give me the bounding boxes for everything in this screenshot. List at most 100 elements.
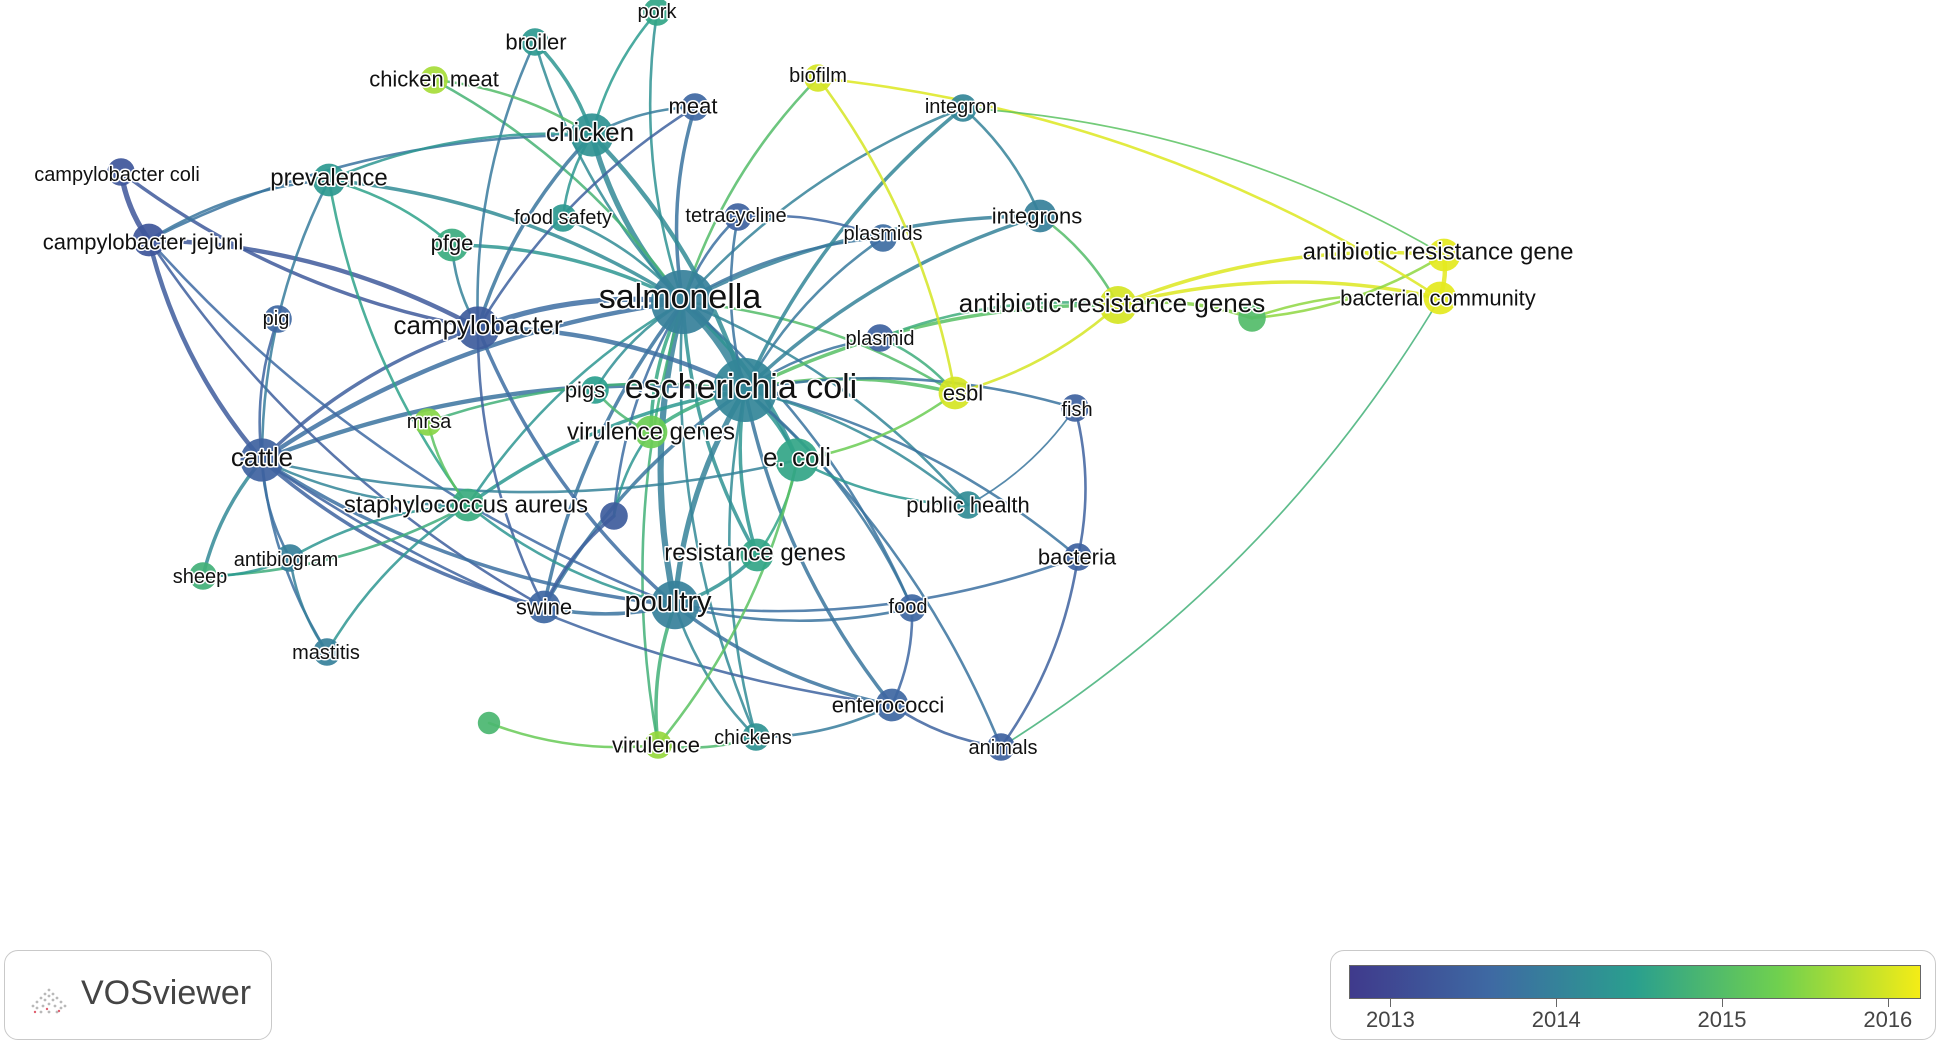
node-label-poultry[interactable]: poultry: [623, 585, 714, 620]
node-label-food[interactable]: food: [887, 595, 929, 620]
node-food_safety[interactable]: [549, 204, 577, 232]
node-biofilm[interactable]: [804, 64, 832, 92]
node-label-arg_genes[interactable]: antibiotic resistance genes: [957, 287, 1266, 320]
node-pigs[interactable]: [581, 376, 609, 404]
node-label-meat[interactable]: meat: [667, 92, 719, 120]
node-sheep[interactable]: [189, 562, 217, 590]
node-label-animals[interactable]: animals: [967, 736, 1039, 761]
node-label-mastitis[interactable]: mastitis: [291, 641, 362, 666]
node-antibiogram[interactable]: [276, 544, 304, 572]
node-label-ccoli[interactable]: campylobacter coli: [33, 163, 202, 188]
node-esbl[interactable]: [938, 376, 972, 410]
node-label-public_health[interactable]: public health: [905, 491, 1032, 519]
node-ecoli[interactable]: [775, 438, 819, 482]
node-staph[interactable]: [451, 488, 485, 522]
node-ecoli_sci[interactable]: [713, 358, 777, 422]
node-broiler[interactable]: [521, 28, 549, 56]
node-label-salmonella[interactable]: salmonella: [597, 277, 763, 318]
node-arg_gene[interactable]: [1427, 238, 1461, 272]
node-public_health[interactable]: [954, 491, 982, 519]
link-campylobacter-poultry: [476, 326, 677, 607]
node-label-esbl[interactable]: esbl: [941, 379, 984, 407]
node-arg_genes[interactable]: [1099, 286, 1137, 324]
node-label-food_safety[interactable]: food safety: [513, 206, 614, 231]
legend-color-bar: [1349, 965, 1921, 999]
node-meat[interactable]: [681, 93, 709, 121]
node-cattle[interactable]: [240, 438, 284, 482]
node-enterococci[interactable]: [875, 688, 909, 722]
node-label-plasmid[interactable]: plasmid: [844, 327, 916, 352]
node-virulence[interactable]: [644, 731, 672, 759]
node-label-antibiogram[interactable]: antibiogram: [232, 548, 340, 573]
node-food[interactable]: [898, 594, 926, 622]
node-label-campylobacter[interactable]: campylobacter: [392, 309, 564, 342]
node-label-chicken[interactable]: chicken: [544, 116, 635, 149]
node-label-mrsa[interactable]: mrsa: [405, 410, 453, 435]
node-campylobacter[interactable]: [456, 306, 500, 350]
node-bact_comm[interactable]: [1423, 281, 1457, 315]
node-chickens[interactable]: [742, 723, 770, 751]
node-label-chickens[interactable]: chickens: [713, 726, 794, 751]
node-chicken[interactable]: [570, 113, 614, 157]
label-layer: salmonella escherichia coli poultry campylo…: [33, 0, 1575, 761]
node-label-fish[interactable]: fish: [1060, 398, 1094, 423]
node-label-pork[interactable]: pork: [636, 0, 679, 25]
node-cjejuni[interactable]: [132, 223, 166, 257]
node-label-chicken_meat[interactable]: chicken meat: [368, 65, 501, 93]
node-tetracycline[interactable]: [724, 203, 752, 231]
node-label-biofilm[interactable]: biofilm: [788, 64, 849, 89]
node-mrsa[interactable]: [414, 408, 442, 436]
node-label-tetracycline[interactable]: tetracycline: [684, 204, 788, 229]
node-label-integrons[interactable]: integrons: [990, 202, 1084, 230]
node-label-ecoli[interactable]: e. coli: [762, 441, 833, 474]
node-plasmid[interactable]: [866, 324, 894, 352]
node-label-pigs[interactable]: pigs: [563, 376, 606, 404]
node-resistance_genes[interactable]: [740, 538, 774, 572]
node-pig[interactable]: [264, 305, 292, 333]
node-label-bact_comm[interactable]: bacterial community: [1339, 284, 1538, 312]
link-virulence-green_node2: [487, 721, 660, 749]
node-label-staph[interactable]: staphylococcus aureus: [342, 490, 589, 520]
node-plasmids[interactable]: [869, 224, 897, 252]
node-label-plasmids[interactable]: plasmids: [842, 222, 924, 247]
node-salmonella[interactable]: [651, 270, 715, 334]
node-poultry[interactable]: [650, 580, 700, 630]
node-bacteria[interactable]: [1064, 543, 1092, 571]
node-label-cattle[interactable]: cattle: [229, 441, 294, 474]
node-green_node2[interactable]: [477, 711, 501, 735]
link-staph-mastitis: [325, 503, 470, 654]
node-chicken_meat[interactable]: [420, 66, 448, 94]
node-virulence_genes[interactable]: [634, 415, 668, 449]
link-salmonella-esbl: [681, 300, 957, 395]
node-label-pfge[interactable]: pfge: [429, 229, 475, 257]
node-label-bacteria[interactable]: bacteria: [1036, 543, 1118, 571]
node-fish[interactable]: [1061, 394, 1089, 422]
node-label-prevalence[interactable]: prevalence: [269, 163, 389, 193]
node-green_node[interactable]: [1238, 304, 1266, 332]
vosviewer-label: VOSviewer: [81, 974, 252, 1012]
node-prevalence[interactable]: [312, 163, 346, 197]
node-label-ecoli_sci[interactable]: escherichia coli: [623, 367, 858, 408]
link-arg_gene-integron: [962, 107, 1445, 256]
node-pfge[interactable]: [435, 228, 469, 262]
node-ccoli[interactable]: [107, 158, 135, 186]
node-label-enterococci[interactable]: enterococci: [830, 691, 946, 719]
node-label-pig[interactable]: pig: [261, 307, 291, 332]
link-tetracycline-plasmids: [736, 214, 885, 240]
node-label-virulence[interactable]: virulence: [610, 731, 701, 759]
node-label-cjejuni[interactable]: campylobacter jejuni: [41, 228, 245, 256]
node-label-broiler[interactable]: broiler: [504, 28, 568, 56]
node-mastitis[interactable]: [313, 638, 341, 666]
node-label-sheep[interactable]: sheep: [171, 565, 229, 590]
node-purple_node[interactable]: [600, 502, 628, 530]
node-label-swine[interactable]: swine: [514, 593, 573, 621]
node-label-virulence_genes[interactable]: virulence genes: [565, 417, 736, 447]
node-pork[interactable]: [643, 0, 671, 26]
node-label-integron[interactable]: integron: [923, 95, 998, 120]
node-integrons[interactable]: [1023, 199, 1057, 233]
node-animals[interactable]: [987, 733, 1015, 761]
node-swine[interactable]: [527, 590, 561, 624]
node-label-resistance_genes[interactable]: resistance genes: [663, 538, 847, 568]
node-integron[interactable]: [949, 94, 977, 122]
node-label-arg_gene[interactable]: antibiotic resistance gene: [1301, 237, 1575, 267]
